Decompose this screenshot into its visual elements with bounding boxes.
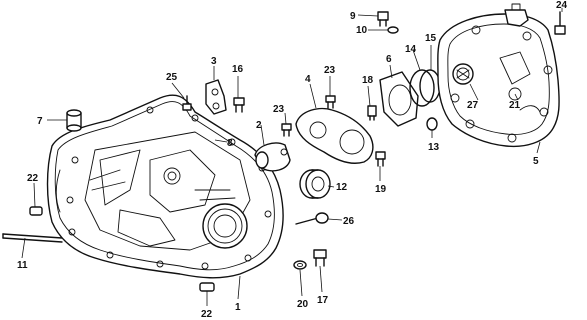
part-19-bolt [375, 151, 386, 167]
part-3-bracket [205, 79, 227, 115]
callout-16: 16 [232, 64, 244, 75]
leader-lines [21, 8, 563, 306]
part-17-drain-plug [313, 249, 327, 267]
callout-7: 7 [37, 116, 43, 127]
callout-12: 12 [336, 182, 348, 193]
part-9-bolt [377, 11, 389, 27]
callout-6: 6 [386, 54, 392, 65]
callout-25: 25 [166, 72, 178, 83]
part-24-bolt [554, 11, 566, 35]
transmission-housing [46, 94, 284, 279]
part-22-dowel-pin-lower [199, 282, 215, 292]
callout-27: 27 [467, 100, 479, 111]
part-5-transfer-housing [437, 3, 560, 148]
part-12-bearing [299, 169, 331, 199]
part-7-seal-cap [66, 109, 82, 132]
part-26-long-bolt [295, 212, 329, 225]
part-20-washer [293, 260, 307, 270]
part-4-gasket [295, 107, 374, 164]
callout-10: 10 [356, 25, 368, 36]
callout-17: 17 [317, 295, 329, 306]
callout-22-lower: 22 [201, 309, 213, 320]
part-13-o-ring [426, 117, 438, 131]
callout-26: 26 [343, 216, 355, 227]
part-16-bolt [233, 97, 245, 113]
callout-20: 20 [297, 299, 309, 310]
callout-18: 18 [362, 75, 374, 86]
part-10-washer [387, 26, 399, 34]
callout-1: 1 [235, 302, 241, 313]
callout-9: 9 [350, 11, 356, 22]
callout-labels: 9 24 10 15 14 6 3 25 16 4 23 18 7 27 21 … [17, 0, 568, 320]
part-23-bolt-lower [281, 123, 292, 137]
part-25-bolt [182, 95, 192, 111]
callout-24: 24 [556, 0, 568, 11]
part-22-dowel-pin-upper [29, 206, 43, 216]
callout-3: 3 [211, 56, 217, 67]
callout-13: 13 [428, 142, 440, 153]
part-11-rod [2, 233, 63, 243]
callout-19: 19 [375, 184, 387, 195]
part-14-ring [409, 69, 435, 107]
part-6-gasket-plate [379, 71, 419, 127]
part-2-gear-housing [254, 142, 291, 172]
callout-15: 15 [425, 33, 437, 44]
callout-22-upper: 22 [27, 173, 39, 184]
callout-23-lower: 23 [273, 104, 285, 115]
callout-2: 2 [256, 120, 262, 131]
part-18-bolt [367, 105, 377, 121]
callout-23-upper: 23 [324, 65, 336, 76]
callout-21: 21 [509, 100, 521, 111]
callout-14: 14 [405, 44, 417, 55]
callout-4: 4 [305, 74, 311, 85]
callout-11: 11 [17, 260, 28, 271]
callout-8: 8 [227, 138, 233, 149]
part-23-bolt-upper [325, 95, 336, 109]
callout-5: 5 [533, 156, 539, 167]
